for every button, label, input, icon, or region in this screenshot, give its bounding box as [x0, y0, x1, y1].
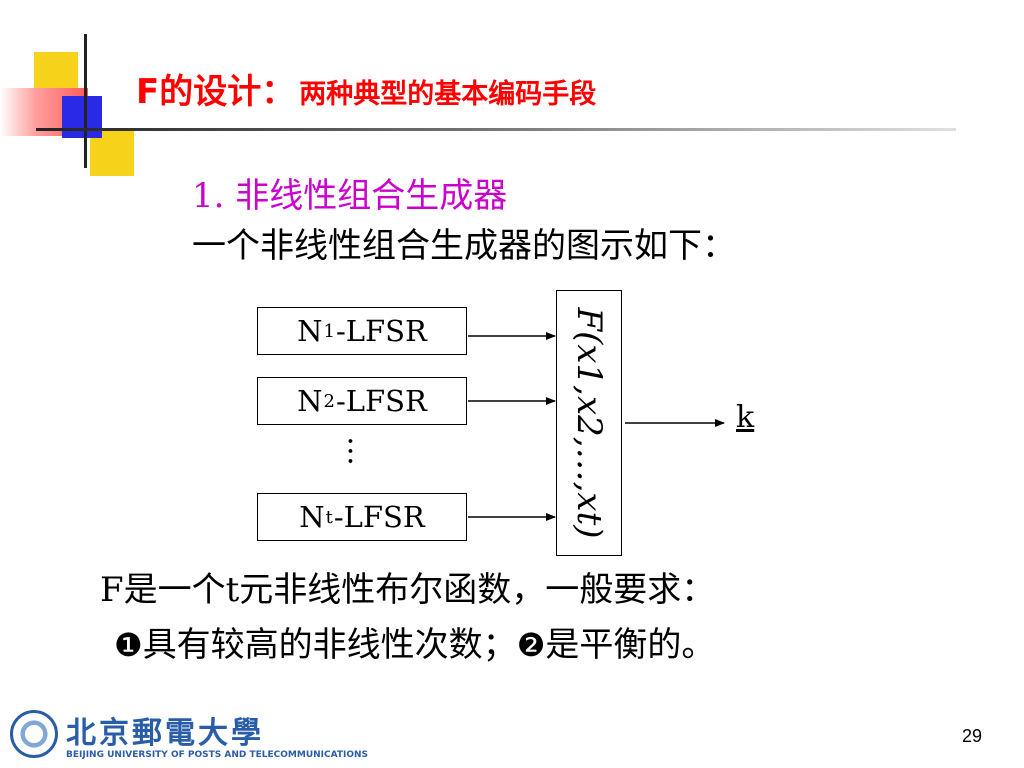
combining-function-box: F(x1,x2,…,xt) [556, 290, 622, 556]
slide-title-main: F的设计： [136, 72, 296, 112]
requirement-item-1: 具有较高的非线性次数； [142, 625, 517, 665]
section-intro: 一个非线性组合生成器的图示如下： [192, 226, 736, 266]
requirement-items: ❶具有较高的非线性次数；❷是平衡的。 [114, 617, 715, 666]
lfsr-2-subscript: 2 [323, 390, 335, 412]
section-heading: 1. 非线性组合生成器 [192, 176, 508, 216]
university-name-cn: 北京郵電大學 [66, 716, 264, 751]
bullet-2-marker: ❷ [516, 626, 546, 664]
slide-title: F的设计：两种典型的基本编码手段 [136, 64, 596, 113]
university-seal-icon [10, 710, 58, 758]
decor-horizontal-rule [36, 128, 956, 131]
requirement-line: F是一个t元非线性布尔函数，一般要求： [100, 570, 716, 610]
lfsr-1-suffix: -LFSR [335, 314, 427, 348]
decor-blue-square [62, 96, 102, 138]
lfsr-2-suffix: -LFSR [335, 384, 427, 418]
lfsr-t-prefix: N [299, 500, 325, 534]
lfsr-ellipsis: … [341, 436, 376, 466]
university-name-en: BEIJING UNIVERSITY OF POSTS AND TELECOMM… [66, 750, 369, 760]
page-number: 29 [962, 726, 983, 746]
decor-vertical-rule [84, 34, 87, 168]
lfsr-1-prefix: N [297, 314, 323, 348]
lfsr-t-suffix: -LFSR [333, 500, 425, 534]
bullet-1-marker: ❶ [114, 626, 143, 664]
lfsr-t-subscript: t [325, 506, 333, 528]
lfsr-1-subscript: 1 [323, 320, 335, 342]
lfsr-2-prefix: N [297, 384, 323, 418]
requirement-item-2: 是平衡的。 [545, 625, 716, 665]
output-label: k [736, 400, 755, 435]
slide-title-sub: 两种典型的基本编码手段 [299, 79, 597, 110]
university-logo: 北京郵電大學 BEIJING UNIVERSITY OF POSTS AND T… [10, 708, 368, 764]
